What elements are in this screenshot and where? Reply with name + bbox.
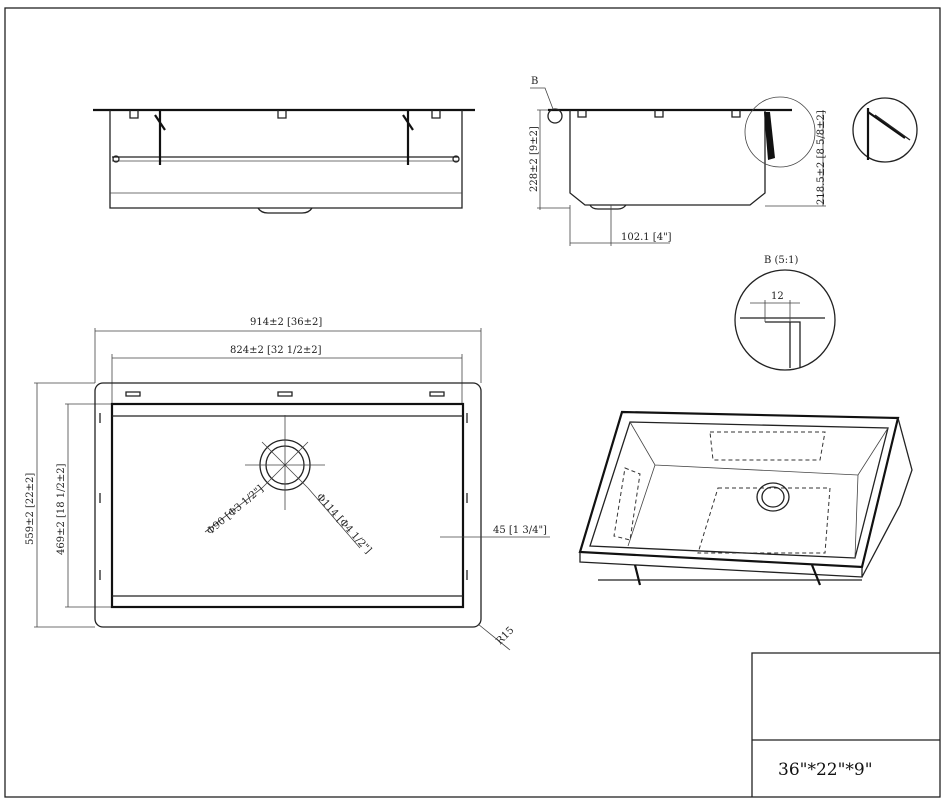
flange-margin-dimension: 45 [1 3/4"] [493, 525, 547, 536]
detail-b-view: B (5:1) 12 [734, 255, 836, 371]
height-total-dimension: 228±2 [9±2] [529, 126, 540, 192]
overall-depth-dimension: 559±2 [22±2] [25, 473, 36, 545]
drain-offset-dimension: 102.1 [4"] [621, 232, 672, 243]
detail-marker-label: B [531, 76, 538, 87]
sink-size-label: 36"*22"*9" [778, 760, 873, 780]
basin-depth-dimension: 469±2 [18 1/2±2] [56, 463, 67, 555]
title-block: 36"*22"*9" [751, 652, 940, 797]
top-view: 914±2 [36±2] 824±2 [32 1/2±2] 559±2 [22±… [25, 317, 550, 651]
drawing-frame [4, 7, 941, 798]
detail-b-marker-circle [547, 108, 563, 124]
side-view: B 228±2 [9±2] 218.5±2 [8 5/8±2] 102.1 [4… [529, 76, 918, 246]
basin-width-dimension: 824±2 [32 1/2±2] [230, 345, 322, 356]
flange-width-dimension: 12 [771, 291, 784, 302]
detail-b-title: B (5:1) [764, 255, 799, 266]
corner-radius-dimension: R15 [494, 625, 516, 647]
overall-width-dimension: 914±2 [36±2] [250, 317, 322, 328]
front-view [93, 108, 475, 214]
drain-outer-diameter-dimension: Φ114 [Φ4 1/2"] [314, 492, 374, 556]
clip-detail-circle [852, 97, 918, 163]
height-basin-dimension: 218.5±2 [8 5/8±2] [816, 110, 827, 205]
isometric-view [578, 410, 913, 586]
detail-circle [744, 96, 816, 168]
drain-inner-diameter-dimension: Φ90 [Φ3 1/2"] [205, 484, 266, 538]
